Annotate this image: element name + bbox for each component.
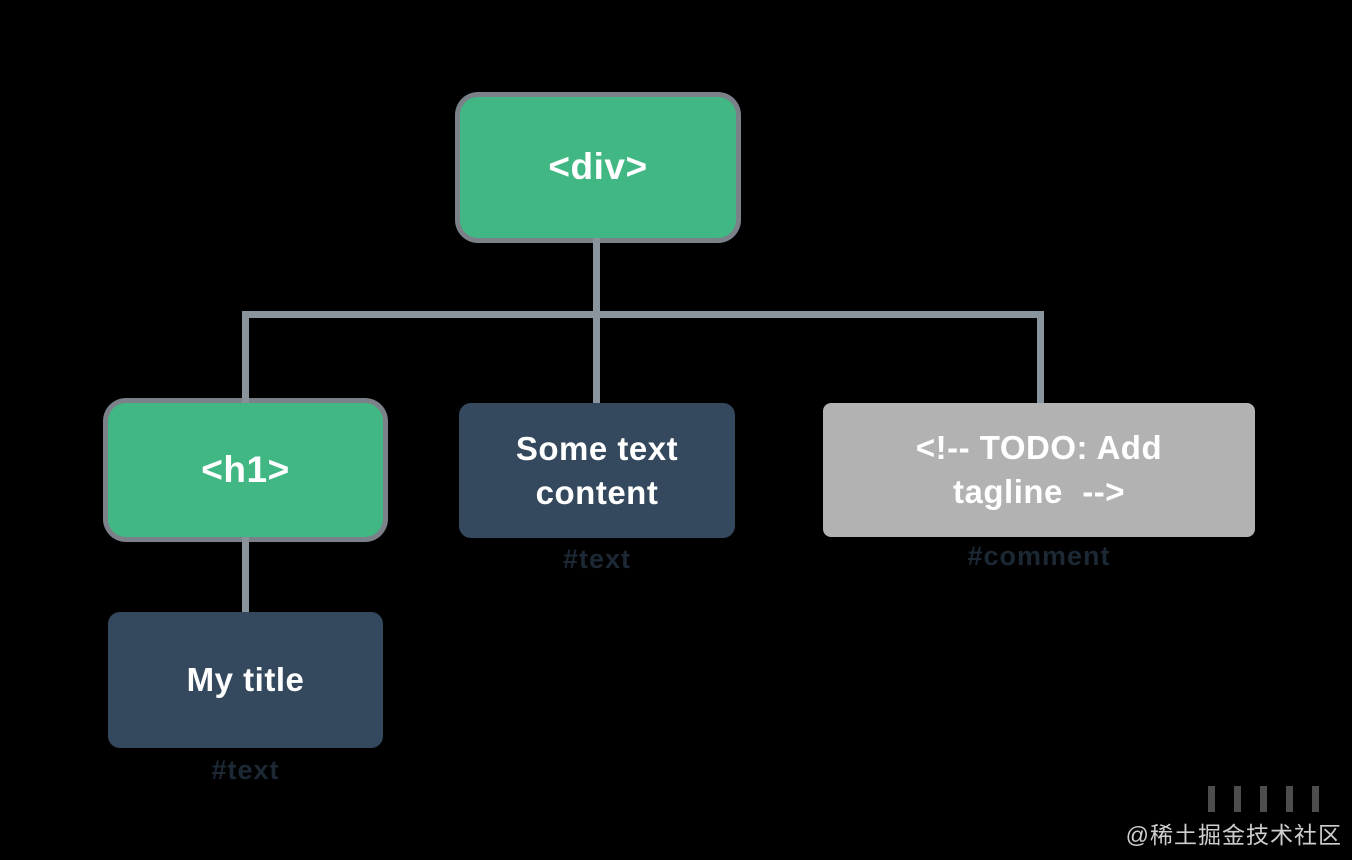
node-my-title-label: My title [186,661,305,699]
node-comment-line-1: <!-- TODO: Add [915,429,1163,467]
watermark-text: @稀土掘金技术社区 [1125,822,1342,848]
node-text-content: Some text content [459,403,735,538]
node-my-title: My title [108,612,383,748]
type-label-text-node: #text [562,544,632,574]
node-comment: <!-- TODO: Add tagline --> [823,403,1255,537]
node-div-label: <div> [548,146,648,188]
node-comment-line-2: tagline --> [953,473,1125,510]
node-div-element: <div> [460,97,736,238]
connector-horizontal [242,311,1044,318]
type-label-comment-node: #comment [967,541,1111,571]
node-text-line-1: Some text [515,429,679,467]
node-text-line-2: content [535,473,659,511]
type-label-title-text-node: #text [211,755,280,785]
connector-drop-comment [1037,314,1044,404]
node-h1-label: <h1> [201,448,290,490]
connector-h1-to-title [242,535,249,613]
watermark-pattern-fragment [1208,786,1328,812]
node-h1-element: <h1> [108,403,383,537]
connector-root-down [593,236,600,315]
connector-drop-text [593,314,600,404]
connector-drop-h1 [242,314,249,404]
